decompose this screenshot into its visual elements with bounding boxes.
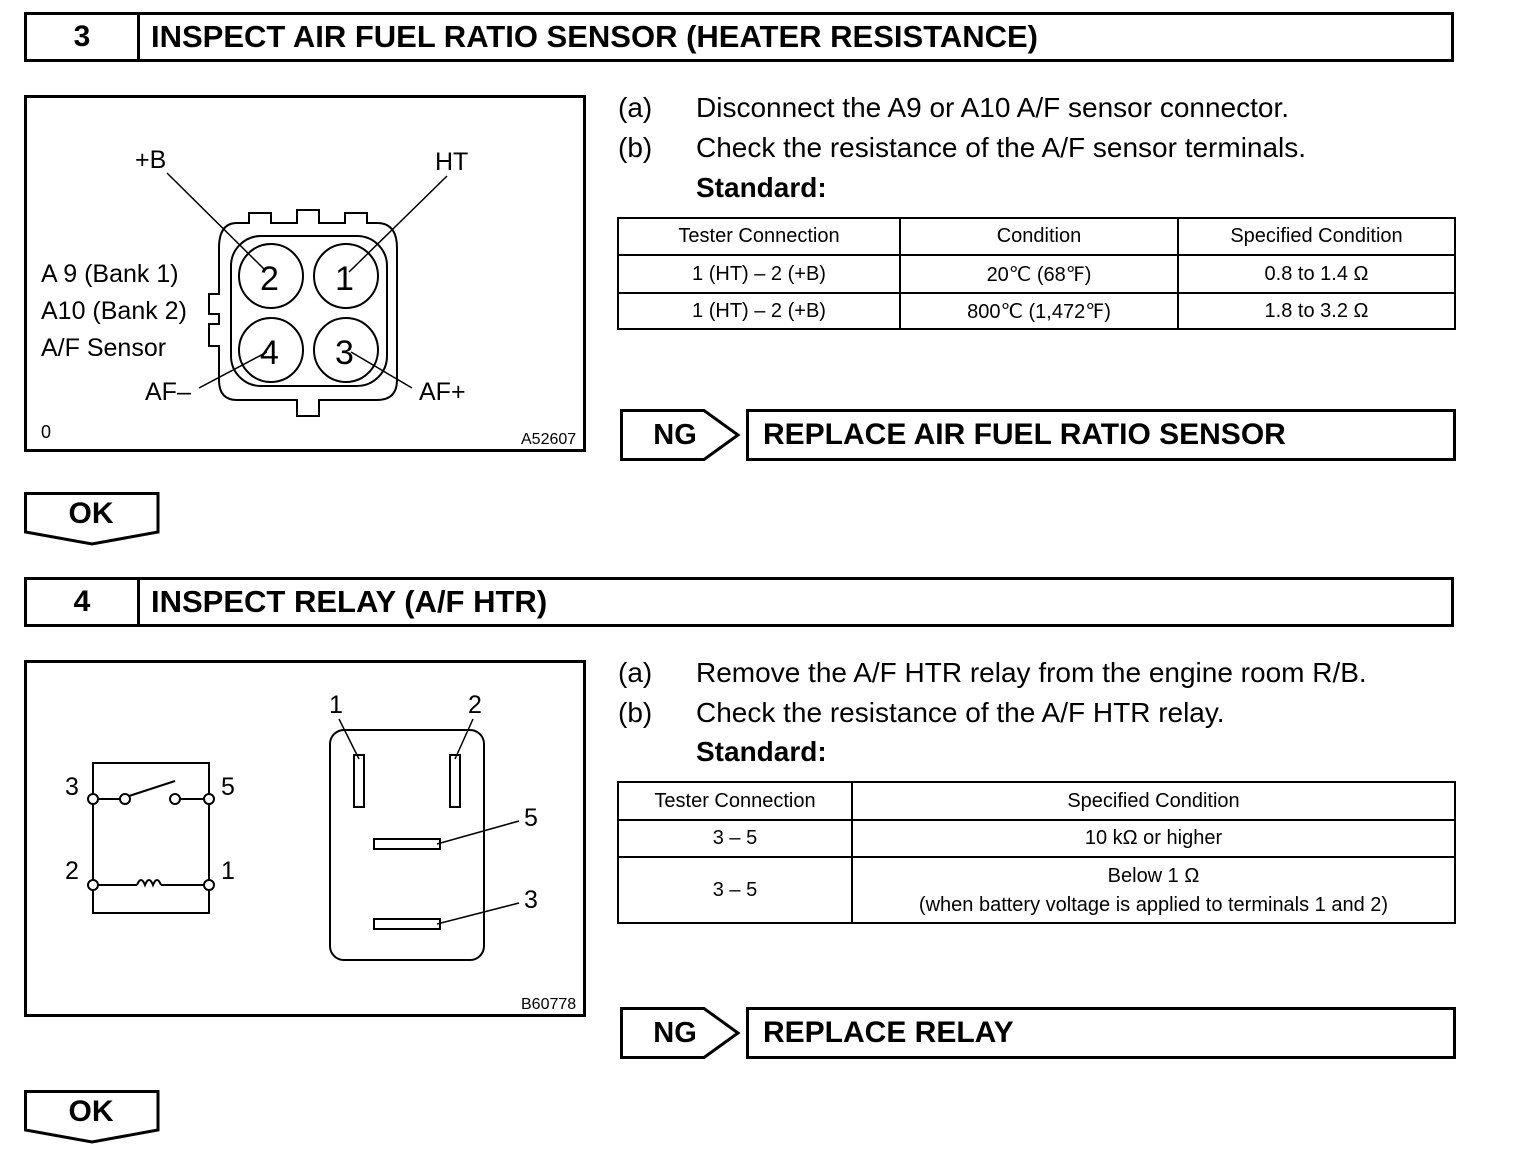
ok-label: OK [68, 497, 114, 530]
relay-pin-1: 1 [329, 691, 343, 719]
step4-header: 4 INSPECT RELAY (A/F HTR) [24, 577, 1454, 627]
label-ht: HT [435, 148, 468, 176]
pin-1-label: 1 [335, 260, 354, 298]
schematic-terminal-1: 1 [221, 857, 235, 885]
relay-pin-3: 3 [524, 886, 538, 914]
schematic-terminal-5: 5 [221, 773, 235, 801]
ng-arrow-shape [620, 1007, 741, 1059]
table-header-row: Tester Connection Specified Condition [617, 781, 1456, 821]
connector-outline [208, 209, 398, 417]
table-row: 1 (HT) – 2 (+B) 20℃ (68℉) 0.8 to 1.4 Ω [617, 254, 1456, 294]
step4-standard-label: Standard: [696, 736, 827, 767]
pin-4-label: 4 [260, 334, 279, 372]
label-a10: A10 (Bank 2) [41, 297, 187, 325]
step3-header: 3 INSPECT AIR FUEL RATIO SENSOR (HEATER … [24, 12, 1454, 62]
relay-pin-2: 2 [468, 691, 482, 719]
schematic-terminal-2: 2 [65, 857, 79, 885]
ng-label: NG [653, 419, 697, 451]
step3-standard-label: Standard: [696, 172, 827, 203]
step4-ng-branch: NG REPLACE RELAY [620, 1007, 1456, 1059]
ng-arrow-shape [620, 409, 741, 461]
figure-code: B60778 [521, 996, 576, 1013]
ng-action: REPLACE RELAY [746, 1007, 1456, 1059]
table-row: 1 (HT) – 2 (+B) 800℃ (1,472℉) 1.8 to 3.2… [617, 292, 1456, 330]
sensor-connector-figure: +B HT 2 1 4 3 A 9 (Bank 1) A10 (Bank 2) … [24, 95, 586, 452]
step3-number: 3 [27, 15, 140, 59]
step3-spec-table: Tester Connection Condition Specified Co… [617, 217, 1456, 330]
pin-1-circle [313, 243, 379, 309]
label-plus-b: +B [135, 146, 166, 174]
label-a9: A 9 (Bank 1) [41, 260, 179, 288]
step4-number: 4 [27, 580, 140, 624]
label-sensor: A/F Sensor [41, 334, 166, 362]
pin-3-circle [313, 317, 379, 383]
corner-mark: 0 [41, 422, 51, 442]
ng-action: REPLACE AIR FUEL RATIO SENSOR [746, 409, 1456, 461]
coil-icon [136, 879, 162, 888]
relay-body [329, 729, 485, 961]
schematic-terminal-3: 3 [65, 773, 79, 801]
step3-ok-branch: OK [24, 492, 160, 546]
ok-label: OK [68, 1095, 114, 1128]
ok-arrow-shape [24, 1090, 160, 1144]
table-row: 3 – 5 Below 1 Ω (when battery voltage is… [617, 856, 1456, 924]
pin-2-circle [238, 243, 304, 309]
step4-ok-branch: OK [24, 1090, 160, 1144]
figure-code: A52607 [521, 431, 576, 448]
ng-label: NG [653, 1017, 697, 1049]
step4-spec-table: Tester Connection Specified Condition 3 … [617, 781, 1456, 924]
step3-title: INSPECT AIR FUEL RATIO SENSOR (HEATER RE… [151, 19, 1038, 54]
step4-title: INSPECT RELAY (A/F HTR) [151, 584, 548, 619]
relay-schematic-box [92, 762, 210, 914]
label-af-plus: AF+ [419, 378, 466, 406]
pin-4-circle [238, 317, 304, 383]
pin-2-label: 2 [260, 260, 279, 298]
relay-pin-5: 5 [524, 804, 538, 832]
pin-3-label: 3 [335, 334, 354, 372]
relay-figure: 3 5 2 1 1 2 5 3 B60778 [24, 660, 586, 1017]
label-af-minus: AF– [145, 378, 191, 406]
ok-arrow-shape [24, 492, 160, 546]
step3-ng-branch: NG REPLACE AIR FUEL RATIO SENSOR [620, 409, 1456, 461]
table-row: 3 – 5 10 kΩ or higher [617, 819, 1456, 858]
table-header-row: Tester Connection Condition Specified Co… [617, 217, 1456, 256]
